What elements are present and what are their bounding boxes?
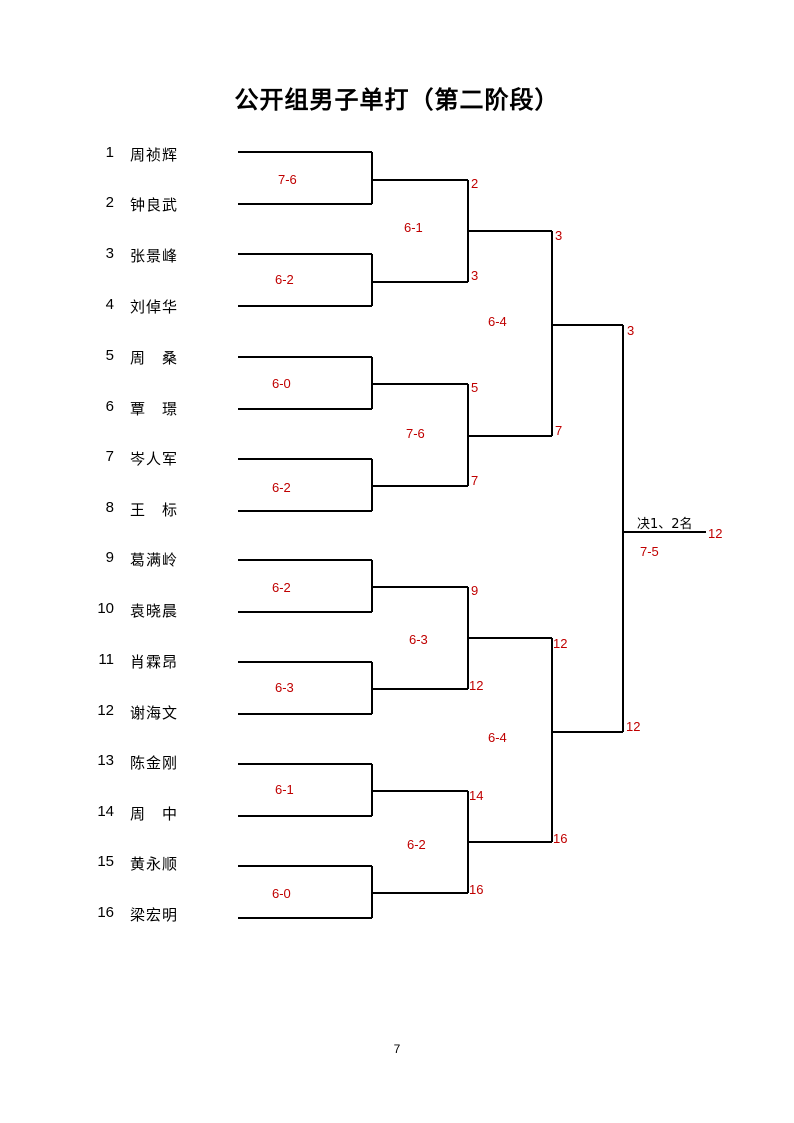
winner-seed: 16 <box>553 831 568 846</box>
player-seed: 12 <box>97 702 114 719</box>
match-score: 6-0 <box>272 886 291 901</box>
player-seed: 7 <box>105 448 114 465</box>
player-seed: 5 <box>105 347 114 364</box>
page-title: 公开组男子单打（第二阶段） <box>234 86 560 114</box>
winner-seed: 14 <box>469 788 484 803</box>
player-seed: 6 <box>105 398 114 415</box>
final-score: 7-5 <box>640 544 659 559</box>
player-name: 黄永顺 <box>130 855 179 873</box>
player-name: 肖霖昂 <box>130 653 179 671</box>
match-score: 6-2 <box>272 580 291 595</box>
player-seed: 13 <box>97 752 114 769</box>
match-score: 6-4 <box>488 314 507 329</box>
winner-seed: 16 <box>469 882 484 897</box>
champion-seed: 12 <box>708 526 723 541</box>
player-seed: 11 <box>98 651 114 668</box>
player-name: 谢海文 <box>130 704 179 722</box>
player-name: 刘倬华 <box>130 298 179 316</box>
match-score: 7-6 <box>278 172 297 187</box>
winner-seed: 5 <box>471 380 479 395</box>
winner-seed: 3 <box>627 323 635 338</box>
player-name: 覃 璟 <box>130 400 179 418</box>
player-name: 钟良武 <box>130 196 179 214</box>
winner-seed: 12 <box>469 678 484 693</box>
player-seed: 15 <box>97 853 114 870</box>
player-seed: 1 <box>105 144 114 161</box>
player-seed: 10 <box>97 600 114 617</box>
player-name: 周 桑 <box>130 349 179 367</box>
player-name: 袁晓晨 <box>130 602 179 620</box>
player-seed: 4 <box>105 296 114 313</box>
player-seed: 9 <box>105 549 114 566</box>
winner-seed: 9 <box>471 583 479 598</box>
winner-seed: 7 <box>471 473 479 488</box>
player-seed: 8 <box>105 499 114 516</box>
player-name: 岑人军 <box>130 450 179 468</box>
winner-seed: 7 <box>555 423 563 438</box>
page-number: 7 <box>393 1042 401 1056</box>
winner-seed: 12 <box>626 719 641 734</box>
player-name: 葛满岭 <box>130 551 179 569</box>
match-score: 7-6 <box>406 426 425 441</box>
winner-seed: 12 <box>553 636 568 651</box>
winner-seed: 3 <box>471 268 479 283</box>
winner-seed: 3 <box>555 228 563 243</box>
player-name: 陈金刚 <box>130 754 179 772</box>
player-name: 张景峰 <box>130 247 179 265</box>
player-name: 梁宏明 <box>130 906 179 924</box>
match-score: 6-1 <box>275 782 294 797</box>
final-label: 决1、2名 <box>637 517 693 532</box>
player-seed: 14 <box>97 803 114 820</box>
match-score: 6-4 <box>488 730 507 745</box>
match-score: 6-0 <box>272 376 291 391</box>
player-name: 周 中 <box>130 805 179 823</box>
match-score: 6-1 <box>404 220 423 235</box>
match-score: 6-2 <box>272 480 291 495</box>
match-score: 6-3 <box>275 680 294 695</box>
player-name: 周祯辉 <box>130 146 179 164</box>
winner-seed: 2 <box>471 176 479 191</box>
player-name: 王 标 <box>130 501 179 519</box>
match-score: 6-3 <box>409 632 428 647</box>
match-score: 6-2 <box>275 272 294 287</box>
player-seed: 16 <box>97 904 114 921</box>
player-seed: 3 <box>105 245 114 262</box>
match-score: 6-2 <box>407 837 426 852</box>
player-seed: 2 <box>105 194 114 211</box>
